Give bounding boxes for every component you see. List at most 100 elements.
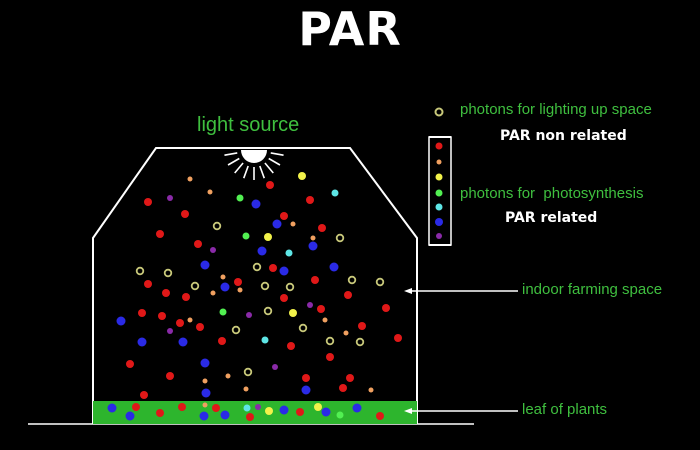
photon-red (344, 291, 352, 299)
light-source-label: light source (197, 114, 300, 136)
photon-blue (257, 246, 267, 256)
sun-ray (242, 165, 249, 179)
photon-red (394, 334, 402, 342)
photon-cyan (285, 249, 293, 257)
legend-dot-orange (436, 159, 442, 165)
leaf-photon-blue (107, 403, 117, 413)
photon-orange (310, 235, 316, 241)
photon-purple (307, 302, 313, 308)
par-non-related-label: PAR non related (500, 128, 627, 144)
photon-red (280, 294, 288, 302)
legend-dot-blue (435, 218, 443, 226)
arrow-indoor-farming-space (404, 288, 518, 294)
photon-orange (202, 378, 208, 384)
photon-purple (210, 247, 216, 253)
leaf-photon-yellow (265, 407, 273, 415)
photon-ring (163, 268, 173, 278)
photon-ring (347, 275, 357, 285)
leaf-photon-field (107, 402, 384, 421)
photon-blue (137, 337, 147, 347)
legend-dot-yellow (435, 173, 443, 181)
photon-orange (290, 221, 296, 227)
photon-blue (220, 282, 230, 292)
leaf-photon-blue (352, 403, 362, 413)
leaf-photon-blue (199, 411, 209, 421)
photon-ring (190, 281, 200, 291)
photon-red (182, 293, 190, 301)
photon-red (311, 276, 319, 284)
leaf-photon-red (296, 408, 304, 416)
photon-ring (335, 233, 345, 243)
photon-red (382, 304, 390, 312)
photon-red (181, 210, 189, 218)
photon-red (162, 289, 170, 297)
photon-field (116, 172, 402, 399)
photon-blue (329, 262, 339, 272)
photon-orange (322, 317, 328, 323)
photon-ring (260, 281, 270, 291)
photon-green (236, 194, 244, 202)
photon-blue (251, 199, 261, 209)
photon-purple (167, 195, 173, 201)
leaf-photon-blue (279, 405, 289, 415)
leaf-photon-cyan (243, 404, 251, 412)
photon-orange (243, 386, 249, 392)
photon-orange (368, 387, 374, 393)
leaf-photon-red (246, 413, 254, 421)
photon-ring (212, 221, 222, 231)
photon-ring (325, 336, 335, 346)
photon-blue (308, 241, 318, 251)
legend-dot-green (435, 189, 443, 197)
photon-red (280, 212, 288, 220)
photon-blue (200, 358, 210, 368)
leaf-photon-red (156, 409, 164, 417)
photon-ring (285, 282, 295, 292)
photon-orange (187, 317, 193, 323)
photon-red (234, 278, 242, 286)
photon-red (266, 181, 274, 189)
photon-ring (375, 277, 385, 287)
leaf-photon-blue (220, 410, 230, 420)
photon-orange (343, 330, 349, 336)
leaf-photon-green (336, 411, 344, 419)
photon-ring (231, 325, 241, 335)
photons-photosynthesis-label: photons for photosynthesis (460, 185, 644, 202)
photon-red (269, 264, 277, 272)
photon-purple (272, 364, 278, 370)
sun-ray (234, 162, 244, 174)
leaf-photon-yellow (314, 403, 322, 411)
photon-blue (279, 266, 289, 276)
photon-blue (272, 219, 282, 229)
photon-red (144, 280, 152, 288)
leaf-photon-red (376, 412, 384, 420)
photon-ring (135, 266, 145, 276)
sun-ray (268, 157, 281, 166)
leaf-photon-red (212, 404, 220, 412)
photon-ring (263, 306, 273, 316)
photon-ring (298, 323, 308, 333)
photon-red (287, 342, 295, 350)
photon-orange (210, 290, 216, 296)
photon-red (138, 309, 146, 317)
sun-ray (259, 165, 266, 179)
photon-red (218, 337, 226, 345)
photon-green (242, 232, 250, 240)
sun-icon (224, 150, 284, 180)
photon-red (318, 224, 326, 232)
leaf-photon-blue (321, 407, 331, 417)
photon-blue (201, 388, 211, 398)
leaf-photon-blue (125, 411, 135, 421)
arrow-leaf-of-plants (404, 408, 518, 414)
photon-cyan (261, 336, 269, 344)
photon-red (306, 196, 314, 204)
par-related-label: PAR related (505, 210, 598, 226)
photon-red (144, 198, 152, 206)
ring-photon-icon (434, 107, 444, 117)
legend-dot-cyan (435, 203, 443, 211)
photon-orange (207, 189, 213, 195)
leaf-of-plants-label: leaf of plants (522, 401, 608, 418)
photon-red (317, 305, 325, 313)
leaf-photon-red (178, 403, 186, 411)
photon-ring (243, 367, 253, 377)
